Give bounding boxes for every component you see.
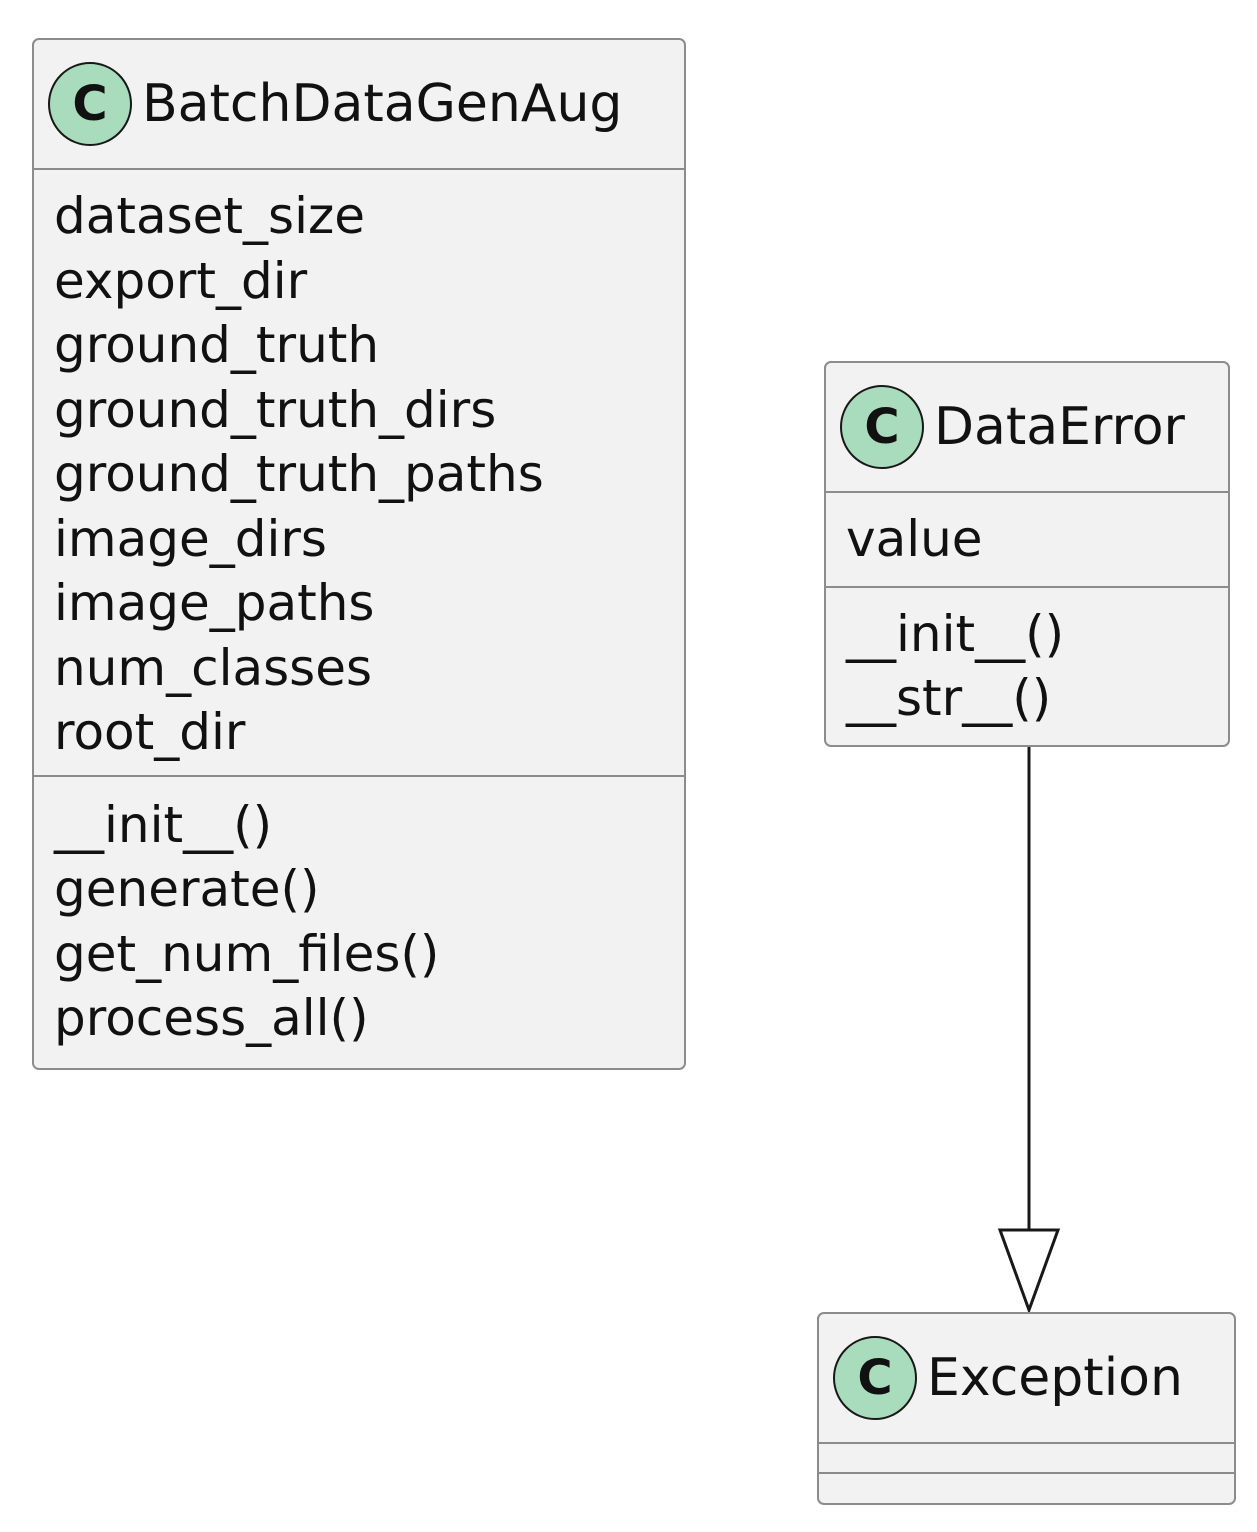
- class-dataerror[interactable]: C DataError value __init__() __str__(): [824, 361, 1230, 747]
- inheritance-arrowhead: [997, 1228, 1061, 1315]
- section-divider: [826, 585, 1228, 588]
- section-divider: [819, 1442, 1234, 1444]
- attributes-section: dataset_size export_dir ground_truth gro…: [34, 170, 684, 775]
- class-badge-icon: C: [833, 1336, 917, 1420]
- class-badge-icon: C: [48, 62, 132, 146]
- class-header: C BatchDataGenAug: [34, 40, 684, 168]
- class-header: C DataError: [826, 363, 1228, 491]
- attribute: image_dirs: [54, 509, 327, 568]
- method: process_all(): [54, 989, 369, 1047]
- attribute: dataset_size: [54, 187, 365, 245]
- class-batchdatagenaug[interactable]: C BatchDataGenAug dataset_size export_di…: [32, 38, 686, 1070]
- section-divider: [819, 1472, 1234, 1474]
- attribute: image_paths: [54, 574, 375, 632]
- attributes-section: value: [826, 493, 1228, 586]
- method: get_num_files(): [54, 924, 440, 983]
- attribute: export_dir: [54, 251, 308, 310]
- section-divider: [826, 491, 1228, 493]
- attribute: value: [846, 510, 983, 568]
- attributes-section: [819, 1444, 1234, 1472]
- class-name: Exception: [927, 1348, 1183, 1408]
- attribute: ground_truth_paths: [54, 445, 544, 503]
- class-header: C Exception: [819, 1314, 1234, 1442]
- method: generate(): [54, 860, 320, 918]
- method: __init__(): [54, 795, 273, 854]
- class-name: DataError: [934, 397, 1185, 457]
- section-divider: [34, 168, 684, 170]
- methods-section: __init__() generate() get_num_files() pr…: [34, 777, 684, 1051]
- class-exception[interactable]: C Exception: [817, 1312, 1236, 1505]
- class-badge-icon: C: [840, 385, 924, 469]
- method: __str__(): [846, 669, 1052, 727]
- attribute: ground_truth: [54, 316, 380, 374]
- attribute: num_classes: [54, 638, 373, 697]
- methods-section: __init__() __str__(): [826, 588, 1228, 731]
- section-divider: [34, 774, 684, 777]
- attribute: root_dir: [54, 703, 246, 761]
- attribute: ground_truth_dirs: [54, 380, 497, 439]
- class-name: BatchDataGenAug: [142, 74, 623, 134]
- method: __init__(): [846, 604, 1065, 663]
